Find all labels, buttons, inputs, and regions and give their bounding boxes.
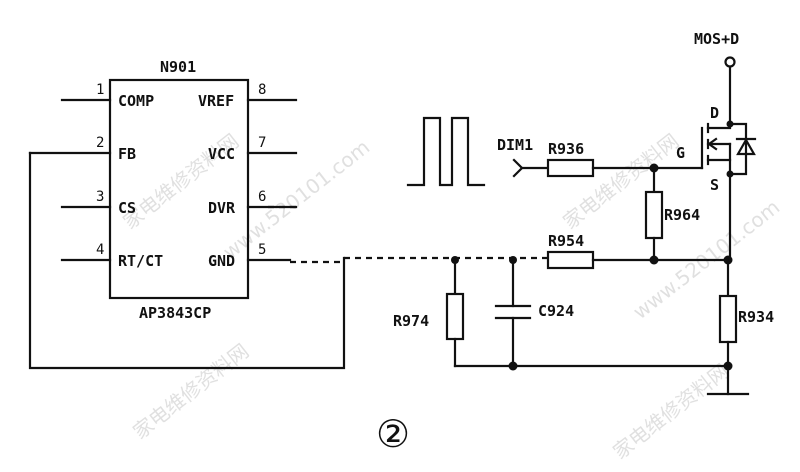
- pin-name: GND: [208, 252, 235, 270]
- body-arrow: [707, 137, 718, 151]
- pin-number: 1: [96, 82, 104, 98]
- r974-resistor: [445, 292, 465, 341]
- r934-label: R934: [738, 308, 774, 326]
- ic-n901: N901 AP3843CP 1 2 3 4 COMP FB CS RT/CT 8…: [28, 58, 298, 322]
- r954-label: R954: [548, 232, 584, 250]
- mos-d-net-label: MOS+D: [694, 30, 739, 48]
- gate-label: G: [676, 144, 685, 162]
- body-diode-triangle: [736, 137, 756, 156]
- pin-name: FB: [118, 145, 136, 163]
- pin-number: 2: [96, 135, 104, 151]
- r964-label: R964: [664, 206, 700, 224]
- watermark-text: 家电维修资料网: [608, 359, 733, 464]
- c924-label: C924: [538, 302, 574, 320]
- pin-name: VREF: [198, 92, 234, 110]
- mos-d-terminal: [724, 56, 736, 68]
- pin-name: COMP: [118, 92, 154, 110]
- fb-feedback-wire: [28, 151, 346, 370]
- junction-dot: [726, 170, 734, 178]
- drain-label: D: [710, 104, 719, 122]
- input-arrow: [512, 158, 524, 178]
- watermark-url: www.520101.com: [218, 135, 374, 264]
- ic-body: [108, 78, 250, 300]
- pwm-waveform: [406, 116, 486, 187]
- r936-resistor: [546, 158, 595, 178]
- r934-resistor: [718, 294, 738, 344]
- pin-name: RT/CT: [118, 252, 163, 270]
- pin-number: 4: [96, 242, 104, 258]
- pin-number: 8: [258, 82, 266, 98]
- r964-resistor: [644, 190, 664, 240]
- pin-number: 6: [258, 189, 266, 205]
- pin-number: 5: [258, 242, 266, 258]
- mosfet-q: MOS+D D G S: [676, 30, 757, 262]
- source-label: S: [710, 176, 719, 194]
- junction-dot: [649, 255, 659, 265]
- junction-dot: [508, 361, 518, 371]
- figure-number: ②: [376, 412, 410, 456]
- r936-label: R936: [548, 140, 584, 158]
- pin-name: CS: [118, 199, 136, 217]
- pin-number: 7: [258, 135, 266, 151]
- r974-label: R974: [393, 312, 429, 330]
- ic-designator: N901: [160, 58, 196, 76]
- dim1-label: DIM1: [497, 136, 533, 154]
- pin-number: 3: [96, 189, 104, 205]
- pin-name: VCC: [208, 145, 235, 163]
- pin-name: DVR: [208, 199, 236, 217]
- diode-wire: [728, 122, 748, 176]
- ic-part-number: AP3843CP: [139, 304, 211, 322]
- watermark-text: 家电维修资料网: [128, 339, 253, 444]
- r954-resistor: [546, 250, 595, 270]
- junction-dot: [726, 120, 734, 128]
